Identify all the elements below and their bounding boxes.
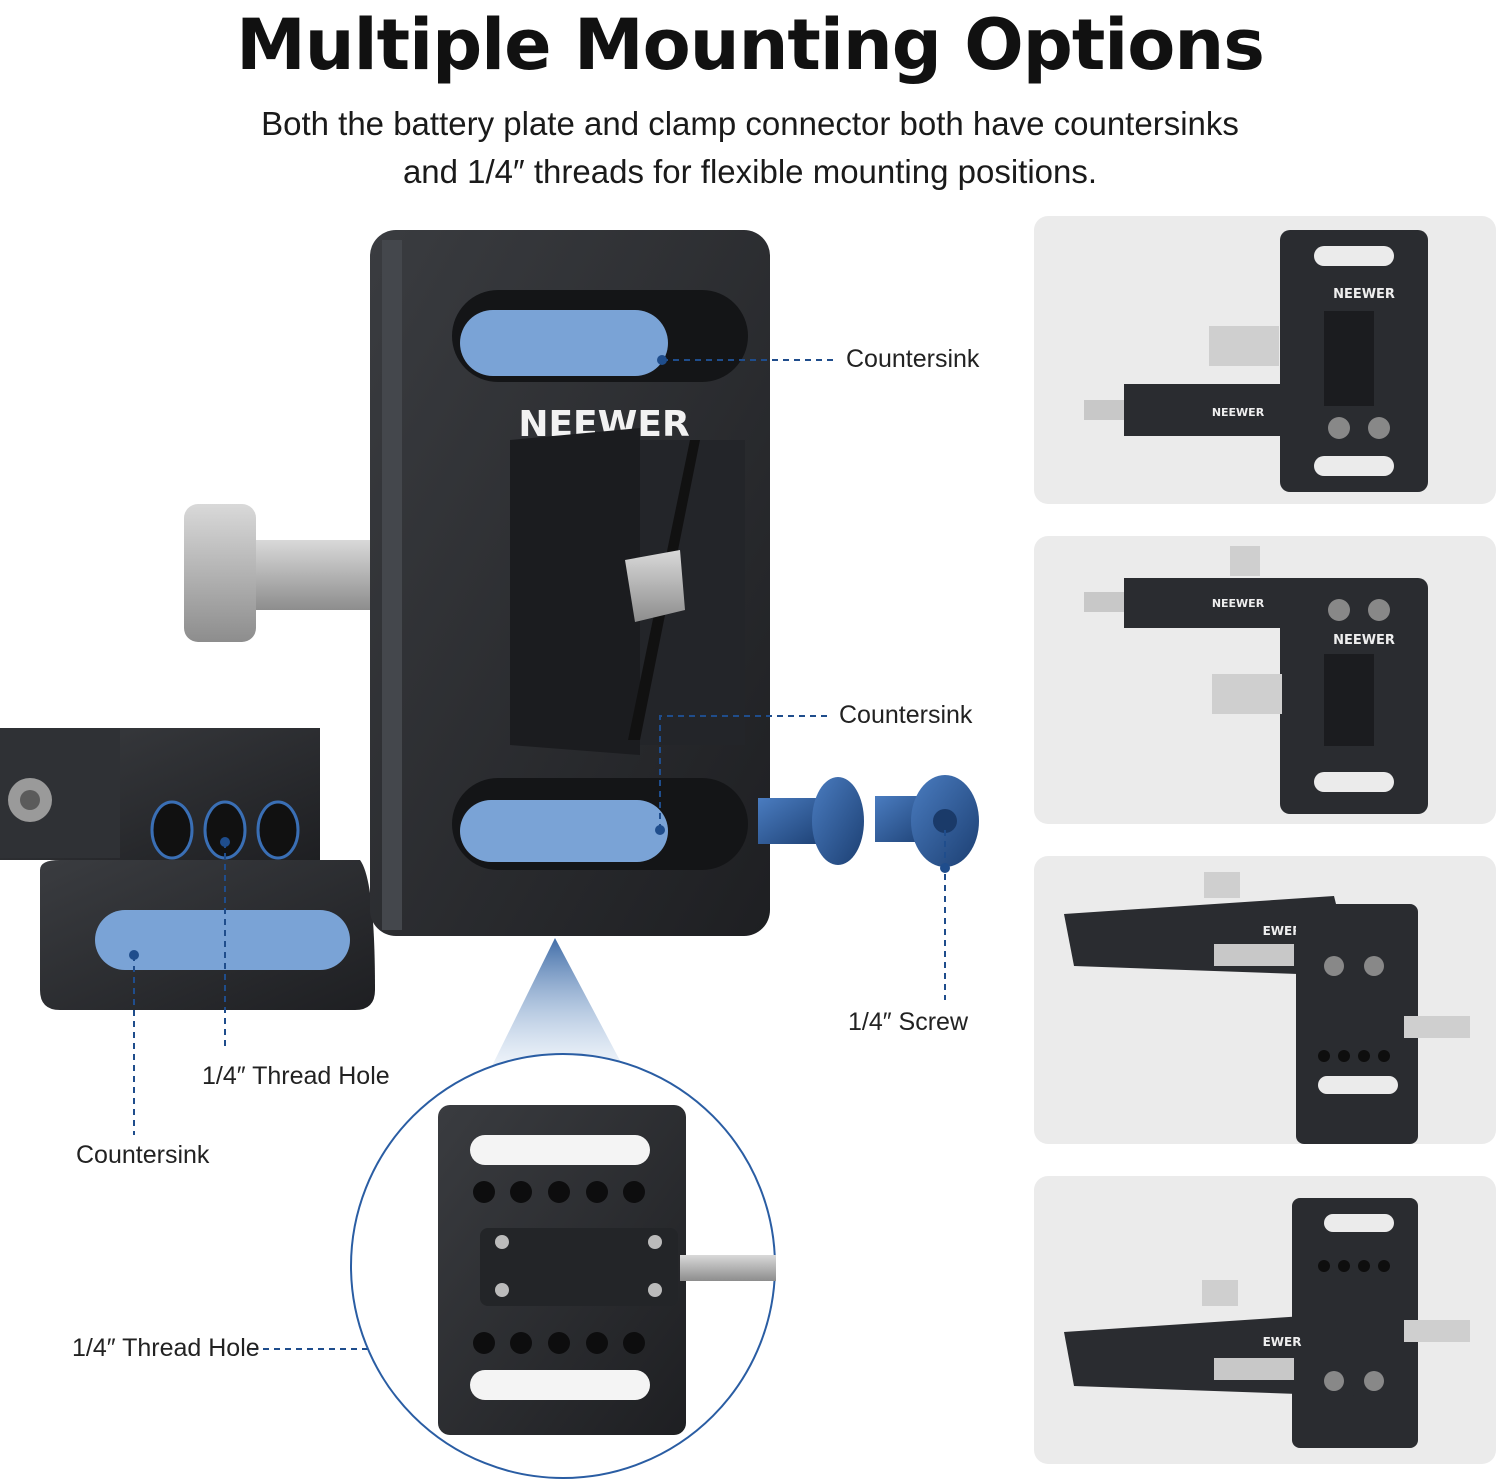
panel-2-brand-arm: NEEWER [1212,597,1265,610]
plate-bottom-countersink-slot [460,800,668,862]
plate-top-countersink-slot [460,310,668,376]
page-title: Multiple Mounting Options [236,4,1265,86]
clamp-connector [0,728,375,1010]
callout-thread-hole-clamp: 1/4″ Thread Hole [202,1062,390,1090]
callout-countersink-top: Countersink [846,345,980,373]
callout-thread-hole-back: 1/4″ Thread Hole [72,1334,260,1362]
mounting-option-panel-3: EWER [1034,856,1496,1144]
page-subtitle: Both the battery plate and clamp connect… [250,100,1250,196]
subtitle-line-2: and 1/4″ threads for flexible mounting p… [402,153,1098,190]
mounting-option-panel-4: EWER [1034,1176,1496,1464]
mounting-option-panel-1: NEEWER NEEWER [1034,216,1496,504]
main-product-illustration: NEEWER [0,230,979,1479]
battery-plate: NEEWER [370,230,770,936]
callout-countersink-middle: Countersink [839,701,973,729]
panel-2-brand-plate: NEEWER [1333,633,1395,648]
callout-screw: 1/4″ Screw [848,1008,969,1036]
clamp-countersink-slot [95,910,350,970]
subtitle-line-1: Both the battery plate and clamp connect… [261,105,1239,142]
panel-1-brand-plate: NEEWER [1333,287,1395,302]
clamp-thread-hole [203,800,247,860]
mounting-option-panel-2: NEEWER NEEWER [1034,536,1496,824]
zoom-beam [490,938,625,1070]
panel-3-brand-arm: EWER [1263,924,1302,938]
panel-1-brand-arm: NEEWER [1212,406,1265,419]
clamp-thread-hole [256,800,300,860]
zoom-circle [350,1053,776,1479]
screws [758,775,979,867]
panel-4-brand-arm: EWER [1263,1335,1302,1349]
callout-countersink-clamp: Countersink [76,1141,210,1169]
callout-lines [133,359,946,1350]
clamp-thread-hole [150,800,194,860]
